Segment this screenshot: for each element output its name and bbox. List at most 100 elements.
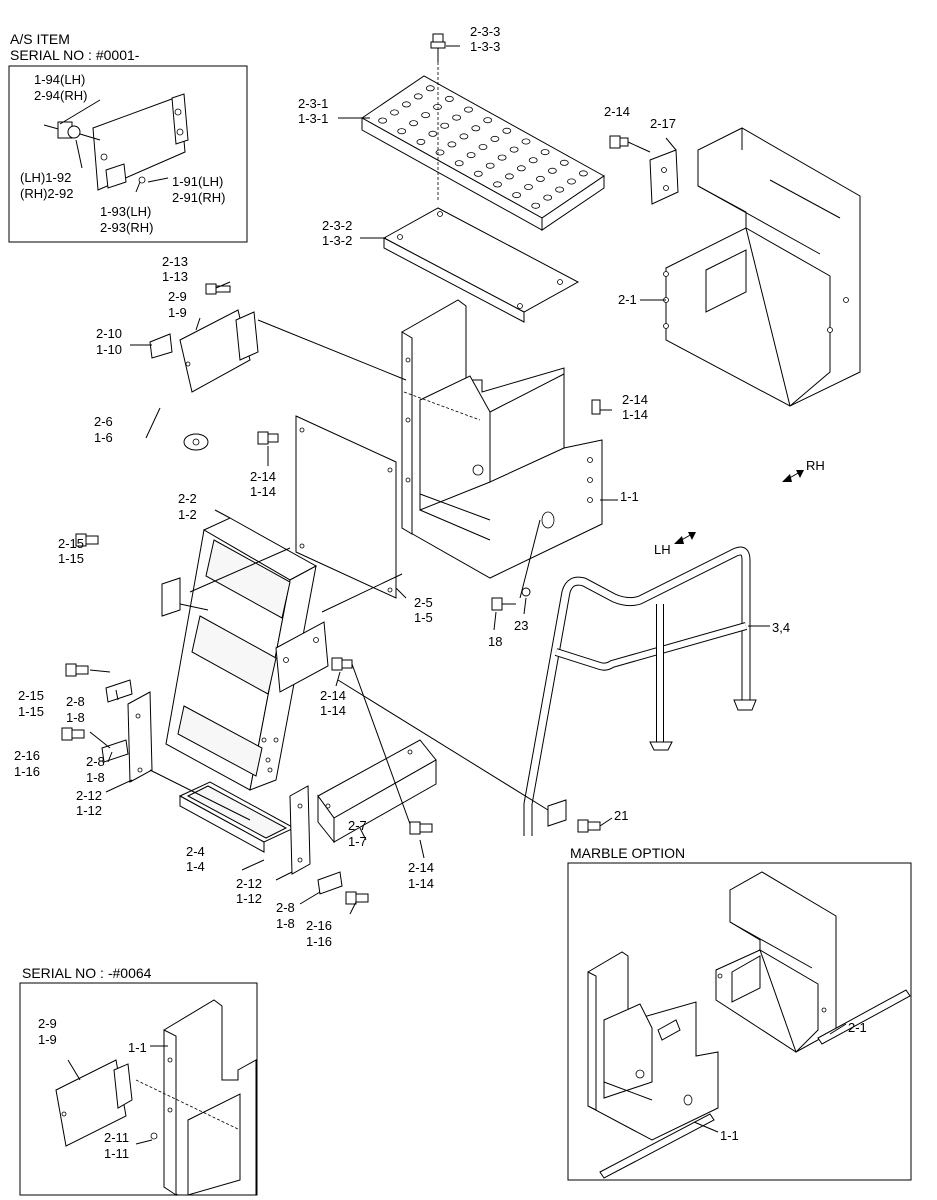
step-hole	[490, 135, 500, 142]
inset-marble-option-box	[567, 862, 912, 1181]
callout-label: 2-4	[186, 844, 205, 859]
step-hole	[512, 192, 521, 199]
step-hole	[444, 95, 454, 102]
callout-label: 2-9	[168, 289, 187, 304]
step-hole	[543, 194, 553, 201]
callout-label: 2-91(RH)	[172, 190, 225, 205]
step-hole	[567, 178, 576, 185]
callout-label: 1-8	[86, 770, 105, 785]
callout-label: 2-15	[58, 536, 84, 551]
ladder-2-2	[165, 517, 318, 791]
serial-0064-cover	[55, 1059, 158, 1147]
callout-label: 2-9	[38, 1016, 57, 1031]
side-cover-2-5	[295, 415, 397, 599]
callout-label: 2-16	[306, 918, 332, 933]
step-hole	[521, 138, 531, 145]
callout-label: 2-1	[618, 292, 637, 307]
callout-label: 2-5	[414, 595, 433, 610]
bolt-2-3-3	[430, 33, 446, 200]
callout-label: 2-12	[236, 876, 262, 891]
callout-label: 2-11	[104, 1130, 129, 1145]
step-hole	[483, 117, 493, 124]
step-hole	[416, 138, 426, 145]
step-hole	[447, 141, 457, 148]
callout-label: 1-15	[18, 704, 44, 719]
callout-label: 2-3-2	[322, 218, 352, 233]
step-hole	[504, 173, 514, 180]
callout-label: 21	[614, 808, 628, 823]
callout-label: 23	[514, 618, 528, 633]
callout-label: 2-94(RH)	[34, 88, 87, 103]
callout-label: 1-1	[720, 1128, 739, 1143]
callout-label: 2-17	[650, 116, 676, 131]
handrail-2-6	[112, 433, 209, 617]
as-item-cover-plate	[43, 93, 189, 191]
step-hole	[413, 93, 423, 100]
step-hole	[452, 114, 462, 121]
callout-label: 2-14	[622, 392, 648, 407]
leader-lines	[59, 45, 770, 915]
top-step-plate	[361, 75, 605, 231]
callout-label: 1-3-2	[322, 233, 352, 248]
step-hole	[397, 128, 407, 135]
callout-label: 2-13	[162, 254, 188, 269]
callout-label: 2-10	[96, 326, 122, 341]
callout-label: 1-6	[94, 430, 113, 445]
callout-label: 2-93(RH)	[100, 220, 153, 235]
step-hole	[559, 159, 569, 166]
callout-label: RH	[806, 458, 825, 473]
step-hole	[428, 130, 438, 137]
step-hole	[378, 117, 388, 124]
callout-label: 1-14	[622, 407, 648, 422]
step-hole	[478, 143, 488, 150]
callout-label: 1-1	[128, 1040, 147, 1055]
callout-label: 1-8	[66, 710, 85, 725]
step-hole	[579, 170, 588, 177]
step-hole	[555, 186, 564, 193]
callout-label: 1-14	[250, 484, 276, 499]
header-serial-0064: SERIAL NO : -#0064	[22, 965, 152, 981]
step-bracket-2-7	[317, 739, 437, 844]
access-cover-2-9	[149, 283, 259, 393]
callout-label: 1-9	[38, 1032, 57, 1047]
marble-leaders	[693, 1023, 847, 1133]
bracket-ladder-mount	[275, 621, 329, 693]
inset-serial-0064-box	[19, 982, 258, 1196]
callout-label: 1-94(LH)	[34, 72, 85, 87]
step-hole	[409, 120, 419, 127]
step-hole	[390, 109, 399, 116]
callout-label: 1-3-1	[298, 111, 328, 126]
callout-label: 1-93(LH)	[100, 204, 151, 219]
right-box-2-1	[663, 127, 861, 407]
callout-label: LH	[654, 542, 671, 557]
plates-2-12	[127, 691, 311, 875]
callout-label: 2-16	[14, 748, 40, 763]
double-arrow-icon	[674, 532, 696, 544]
callout-label: 1-8	[276, 916, 295, 931]
step-hole	[421, 112, 431, 119]
header-marble-option: MARBLE OPTION	[570, 845, 685, 861]
callout-label: 1-9	[168, 305, 187, 320]
callout-label: (RH)2-92	[20, 186, 73, 201]
callout-label: 1-5	[414, 610, 433, 625]
step-hole	[485, 162, 495, 169]
step-hole	[454, 160, 464, 167]
callout-label: 2-14	[604, 104, 630, 119]
marble-main-frame	[587, 951, 719, 1179]
serial-0064-frame	[135, 999, 257, 1196]
callout-label: 1-13	[162, 269, 188, 284]
callout-label: 1-14	[320, 703, 346, 718]
callout-label: 1-4	[186, 859, 205, 874]
step-hole	[471, 125, 481, 132]
callout-labels: 2-3-31-3-32-3-11-3-12-3-21-3-22-142-172-…	[14, 24, 867, 1161]
callout-label: 2-14	[250, 469, 276, 484]
callout-label: 2-6	[94, 414, 113, 429]
callout-label: 1-15	[58, 551, 84, 566]
main-frame-1-1	[401, 299, 603, 579]
step-hole	[473, 170, 483, 177]
bracket-2-3-2	[382, 207, 580, 323]
serial-0064-leaders	[67, 1045, 168, 1145]
small-plates-2-8	[101, 679, 343, 895]
callout-label: 2-1	[848, 1020, 867, 1035]
